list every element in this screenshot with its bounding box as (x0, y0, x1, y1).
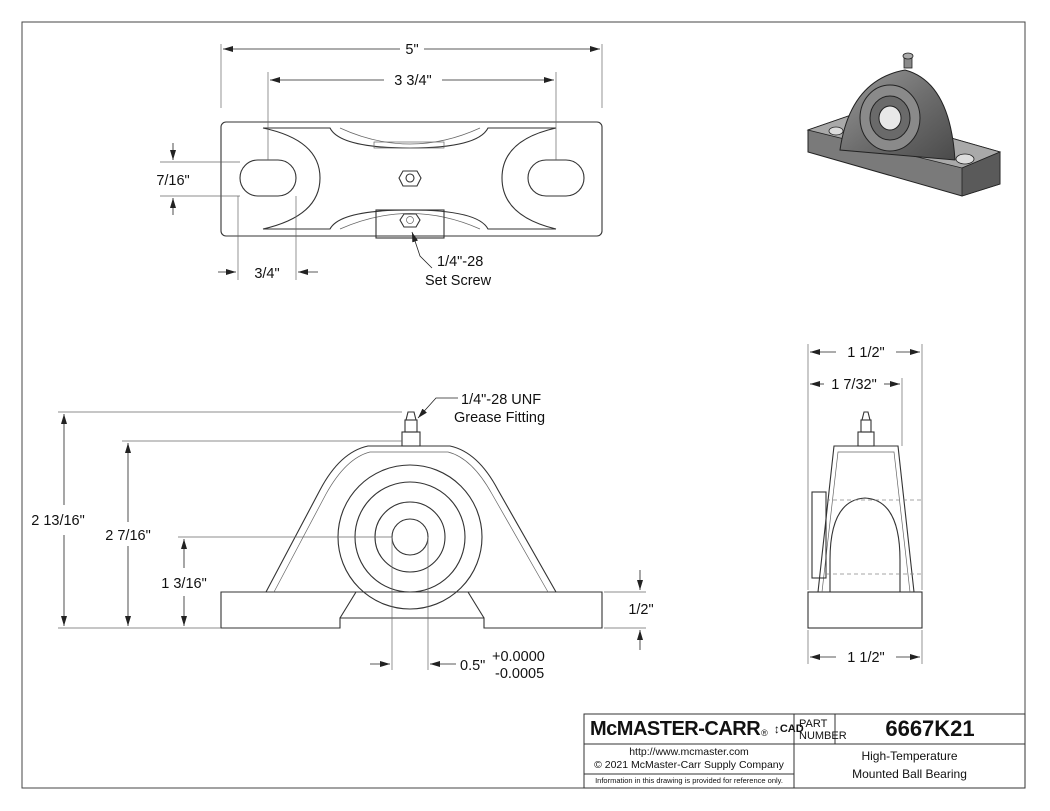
copyright: © 2021 McMaster-Carr Supply Company (594, 759, 784, 771)
cad-icon: ↕CAD (773, 722, 804, 736)
part-label-2: NUMBER (799, 730, 847, 742)
dim-overall-height: 2 13/16" (31, 513, 85, 529)
part-number-label: PART NUMBER (799, 718, 847, 742)
top-view (220, 121, 603, 239)
dim-slot-width: 7/16" (156, 173, 189, 189)
dim-bore-tol-plus: +0.0000 (492, 649, 545, 665)
set-screw-label-1: 1/4"-28 (437, 254, 483, 270)
title-block-frame (583, 713, 1026, 789)
grease-label-2: Grease Fitting (454, 410, 545, 426)
front-view-dimensions: 1/4"-28 UNF Grease Fitting 2 13/16" 2 7/… (31, 392, 653, 682)
brand-name: McMASTER-CARR (590, 717, 761, 740)
brand-logo: McMASTER-CARR ® ↕CAD (590, 716, 804, 742)
dim-overall-length: 5" (405, 42, 418, 58)
side-view (807, 411, 923, 629)
dim-slot-spacing: 3 3/4" (394, 73, 431, 89)
cad-tag: CAD (779, 723, 804, 735)
disclaimer: Information in this drawing is provided … (595, 776, 783, 785)
dim-insert-width: 1 7/32" (831, 377, 876, 393)
dim-shaft-center-height: 2 7/16" (105, 528, 150, 544)
dim-bore: 0.5" (460, 658, 485, 674)
description-line-2: Mounted Ball Bearing (852, 767, 967, 781)
description-line-1: High-Temperature (861, 749, 958, 763)
isometric-view (806, 52, 1002, 197)
dim-base-to-center: 1 3/16" (161, 576, 206, 592)
side-view-dimensions: 1 1/2" 1 7/32" 1 1/2" (807, 344, 923, 666)
part-label-1: PART (799, 718, 828, 730)
dim-bore-tol-minus: -0.0005 (495, 666, 544, 682)
dim-side-width-top: 1 1/2" (847, 345, 884, 361)
website-url[interactable]: http://www.mcmaster.com (629, 746, 749, 758)
dim-base-thickness: 1/2" (628, 602, 653, 618)
set-screw-label-2: Set Screw (425, 273, 492, 289)
dim-slot-offset: 3/4" (254, 266, 279, 282)
brand-registered: ® (761, 728, 768, 738)
top-view-dimensions: 5" 3 3/4" 7/16" 3/4" 1/4"-28 Set Screw (156, 42, 603, 289)
dim-side-width-bottom: 1 1/2" (847, 650, 884, 666)
part-number: 6667K21 (885, 716, 975, 741)
front-view (220, 411, 603, 670)
drawing-border (21, 21, 1026, 789)
grease-label-1: 1/4"-28 UNF (461, 392, 541, 408)
